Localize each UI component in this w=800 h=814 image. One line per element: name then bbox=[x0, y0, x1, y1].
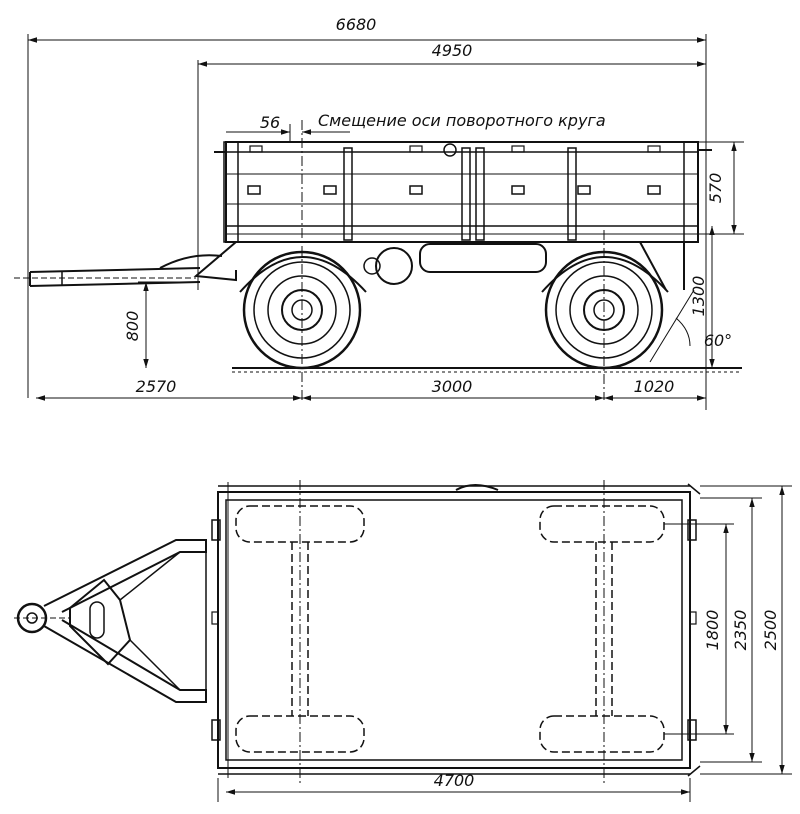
top-tow-bar bbox=[14, 539, 207, 703]
dim-top-body-length: 4700 bbox=[434, 771, 475, 790]
side-dimension-lines bbox=[27, 34, 744, 410]
cargo-body bbox=[214, 141, 712, 243]
top-dimension-lines bbox=[217, 485, 792, 802]
dim-drawbar-length: 2570 bbox=[136, 377, 177, 396]
dim-body-length: 4950 bbox=[432, 41, 473, 60]
dim-departure-angle: 60° bbox=[704, 331, 732, 350]
chassis-frame bbox=[193, 241, 692, 291]
ground-line bbox=[232, 367, 742, 373]
spare-wheel bbox=[363, 247, 413, 285]
turntable-offset-note: Смещение оси поворотного круга bbox=[318, 111, 606, 130]
dim-side-height: 570 bbox=[706, 173, 725, 204]
center-lines bbox=[301, 120, 605, 400]
rear-wheel bbox=[541, 250, 669, 370]
dim-top-overall-width: 2500 bbox=[761, 610, 780, 651]
side-view: 6680 4950 56 Смещение оси поворотного кр… bbox=[14, 15, 744, 410]
top-view: 4700 1800 2350 2500 bbox=[14, 480, 792, 802]
drawbar bbox=[14, 254, 223, 287]
dim-rear-overhang: 1020 bbox=[634, 377, 675, 396]
dim-platform-height: 1300 bbox=[689, 276, 708, 317]
front-wheel bbox=[239, 250, 367, 370]
dim-wheelbase: 3000 bbox=[432, 377, 473, 396]
dim-overall-length: 6680 bbox=[336, 15, 377, 34]
dim-top-inner-width: 2350 bbox=[731, 610, 750, 651]
dim-turntable-offset: 56 bbox=[260, 113, 280, 132]
dim-drawbar-height: 800 bbox=[123, 311, 142, 342]
top-body-outline bbox=[211, 482, 701, 778]
dim-top-track: 1800 bbox=[703, 610, 722, 651]
